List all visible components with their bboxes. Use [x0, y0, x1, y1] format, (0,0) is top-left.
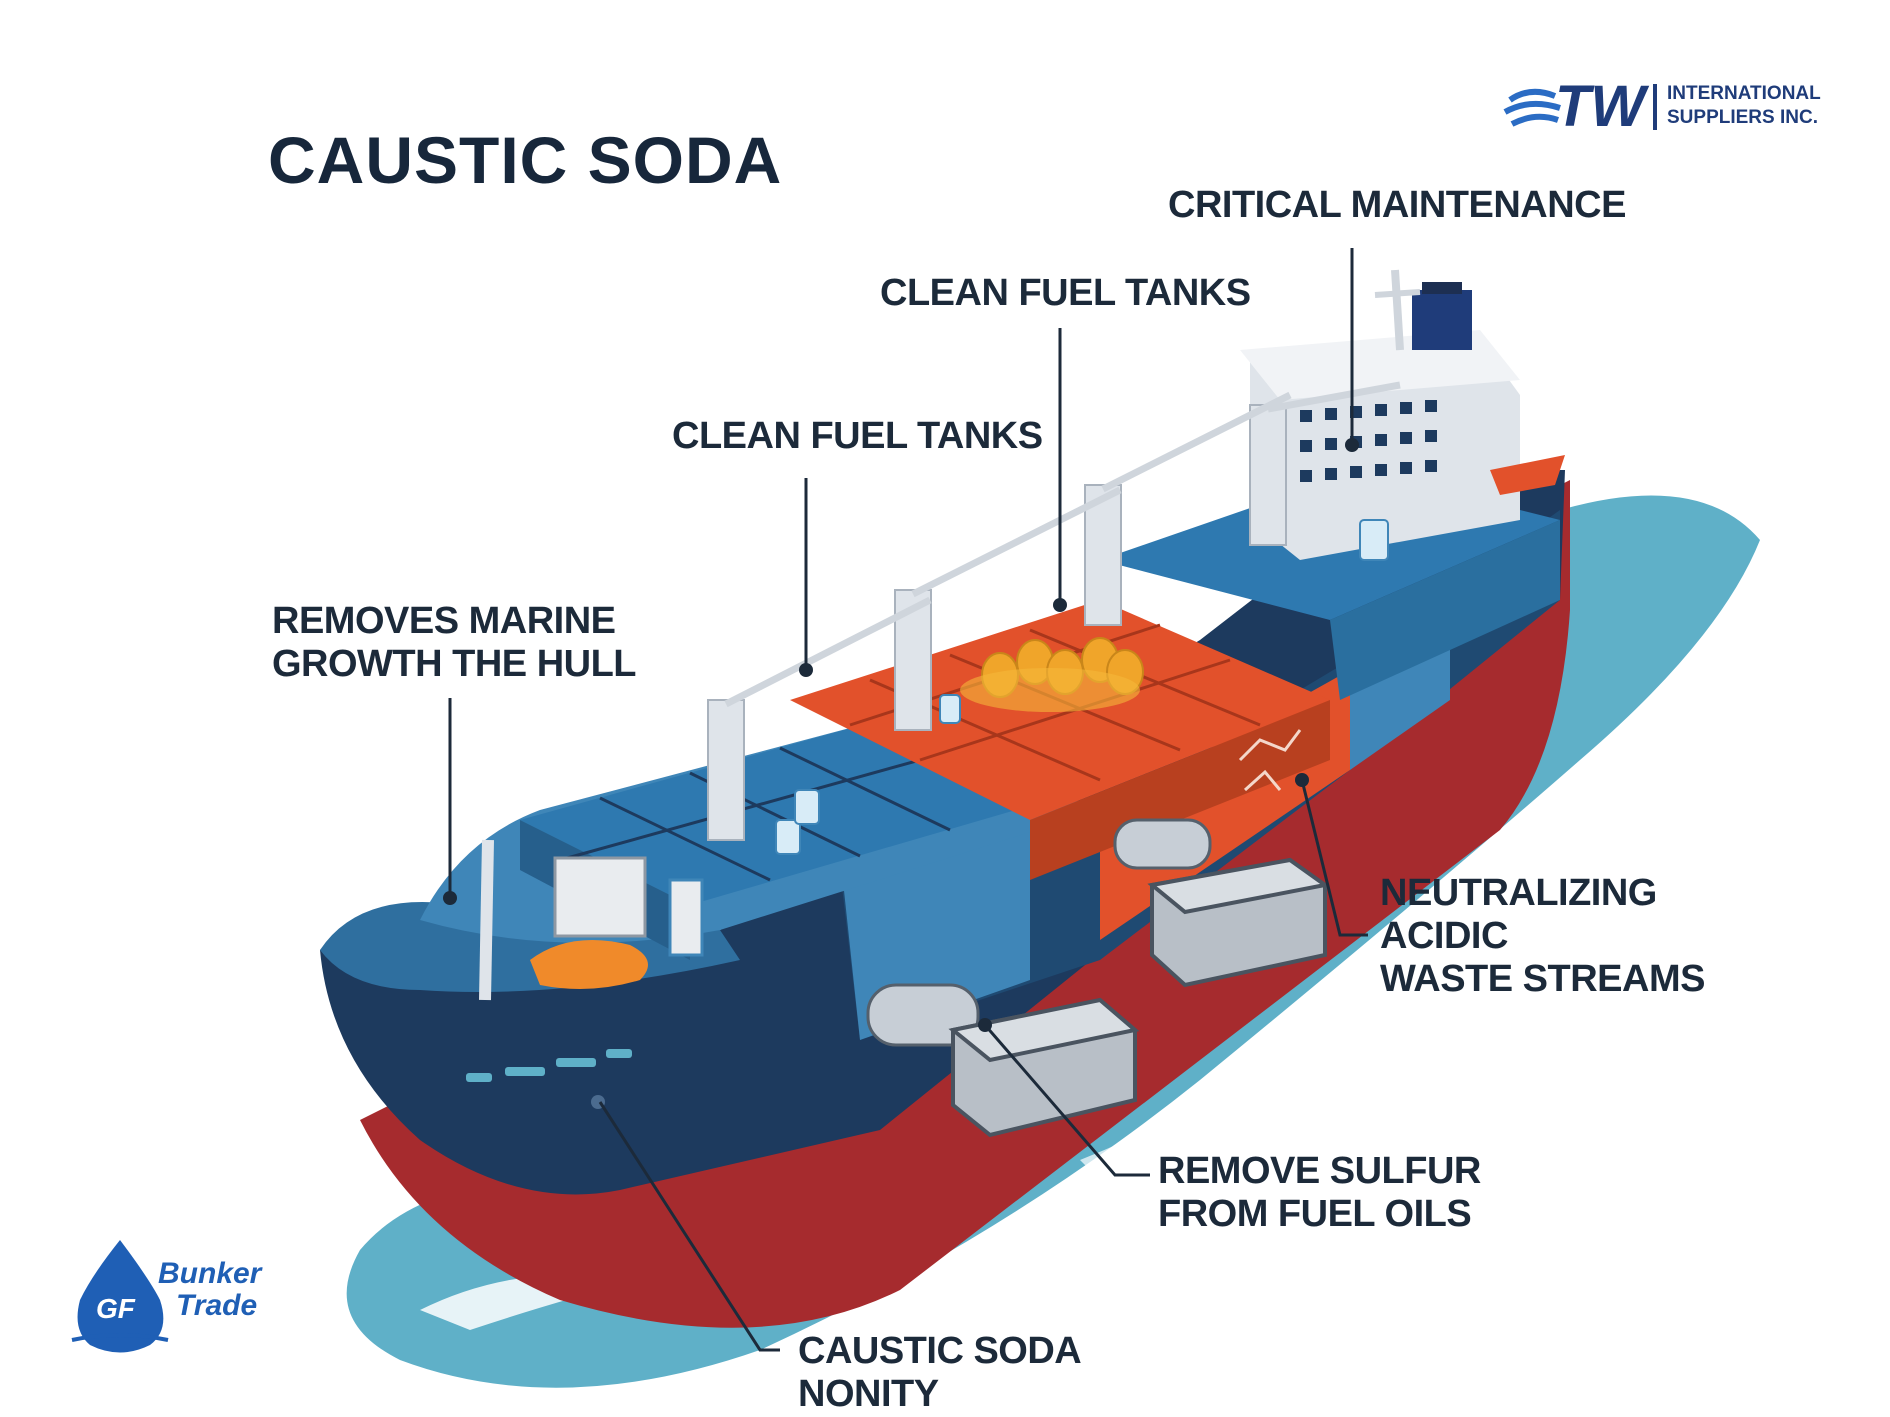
callout-line: GROWTH THE HULL	[272, 643, 637, 685]
callout-line: NEUTRALIZING	[1380, 872, 1657, 914]
equipment-boxes	[948, 857, 1330, 1138]
cranes	[707, 381, 1401, 841]
callout-remove-sulfur: REMOVE SULFUR FROM FUEL OILS	[1158, 1150, 1481, 1236]
tw-logo-line2: SUPPLIERS INC.	[1667, 107, 1818, 128]
tw-wave-icon	[1503, 88, 1561, 127]
leader-neutralizing	[1300, 779, 1368, 937]
bunker-logo-line1: Bunker	[158, 1257, 262, 1290]
bunker-drop-icon	[77, 1240, 164, 1353]
molecule-graphic	[1238, 729, 1302, 792]
tw-logo: TW INTERNATIONAL SUPPLIERS INC.	[1495, 78, 1825, 138]
hull-markings	[466, 1049, 632, 1082]
callout-removes-marine-growth: REMOVES MARINE GROWTH THE HULL	[272, 600, 637, 686]
callout-line: NONITY	[798, 1373, 939, 1415]
leader-sulfur	[983, 1024, 1150, 1177]
tw-logo-mark: TW	[1555, 74, 1646, 139]
callout-line: CLEAN FUEL TANKS	[880, 272, 1251, 314]
bow-tank	[668, 878, 704, 957]
callout-line: REMOVE SULFUR	[1158, 1150, 1481, 1192]
bunker-trade-logo: Bunker Trade	[72, 1232, 272, 1342]
callout-caustic-soda-nonity: CAUSTIC SODA NONITY	[798, 1330, 1082, 1416]
callout-line: REMOVES MARINE	[272, 600, 616, 642]
bow-mast	[479, 839, 494, 1001]
callout-line: CLEAN FUEL TANKS	[672, 415, 1043, 457]
callout-line: WASTE STREAMS	[1380, 958, 1705, 1000]
mast	[1391, 269, 1404, 351]
mast-arm	[1374, 289, 1421, 298]
leader-caustic	[598, 1101, 780, 1352]
funnel	[1412, 290, 1472, 350]
callout-clean-fuel-tanks-upper: CLEAN FUEL TANKS	[880, 272, 1251, 315]
bunker-logo-line2: Trade	[176, 1289, 258, 1322]
bow-spill	[530, 940, 648, 989]
cargo-blue-fore	[520, 720, 1050, 905]
tw-logo-text: INTERNATIONAL SUPPLIERS INC.	[1667, 82, 1821, 130]
cargo-blue-aft-front	[1330, 520, 1560, 700]
funnel-top	[1422, 282, 1462, 294]
callout-line: CRITICAL MAINTENANCE	[1168, 184, 1626, 226]
tw-logo-line1: INTERNATIONAL	[1667, 83, 1821, 104]
bunker-waves	[71, 1333, 169, 1342]
callout-critical-maintenance: CRITICAL MAINTENANCE	[1168, 184, 1626, 227]
callout-clean-fuel-tanks-lower: CLEAN FUEL TANKS	[672, 415, 1043, 458]
leader-dots	[443, 438, 1359, 1032]
tw-logo-divider	[1653, 84, 1657, 130]
spill	[960, 668, 1140, 712]
water-wave	[1080, 1070, 1260, 1180]
superstructure-windows	[1300, 400, 1437, 482]
callout-neutralizing: NEUTRALIZING ACIDIC WASTE STREAMS	[1380, 872, 1705, 1001]
callout-line: ACIDIC	[1380, 915, 1508, 957]
leader-lines	[448, 248, 1368, 1352]
bunker-mark: GF	[96, 1293, 136, 1324]
callout-line: FROM FUEL OILS	[1158, 1193, 1472, 1235]
machinery	[866, 818, 1212, 1047]
page-title: CAUSTIC SODA	[268, 123, 783, 197]
bunker-logo-text: Bunker Trade	[158, 1258, 261, 1322]
callout-line: CAUSTIC SODA	[798, 1330, 1082, 1372]
lifeboat	[1490, 455, 1565, 495]
bow-unit	[553, 856, 647, 938]
deck-bottles	[775, 519, 1389, 855]
